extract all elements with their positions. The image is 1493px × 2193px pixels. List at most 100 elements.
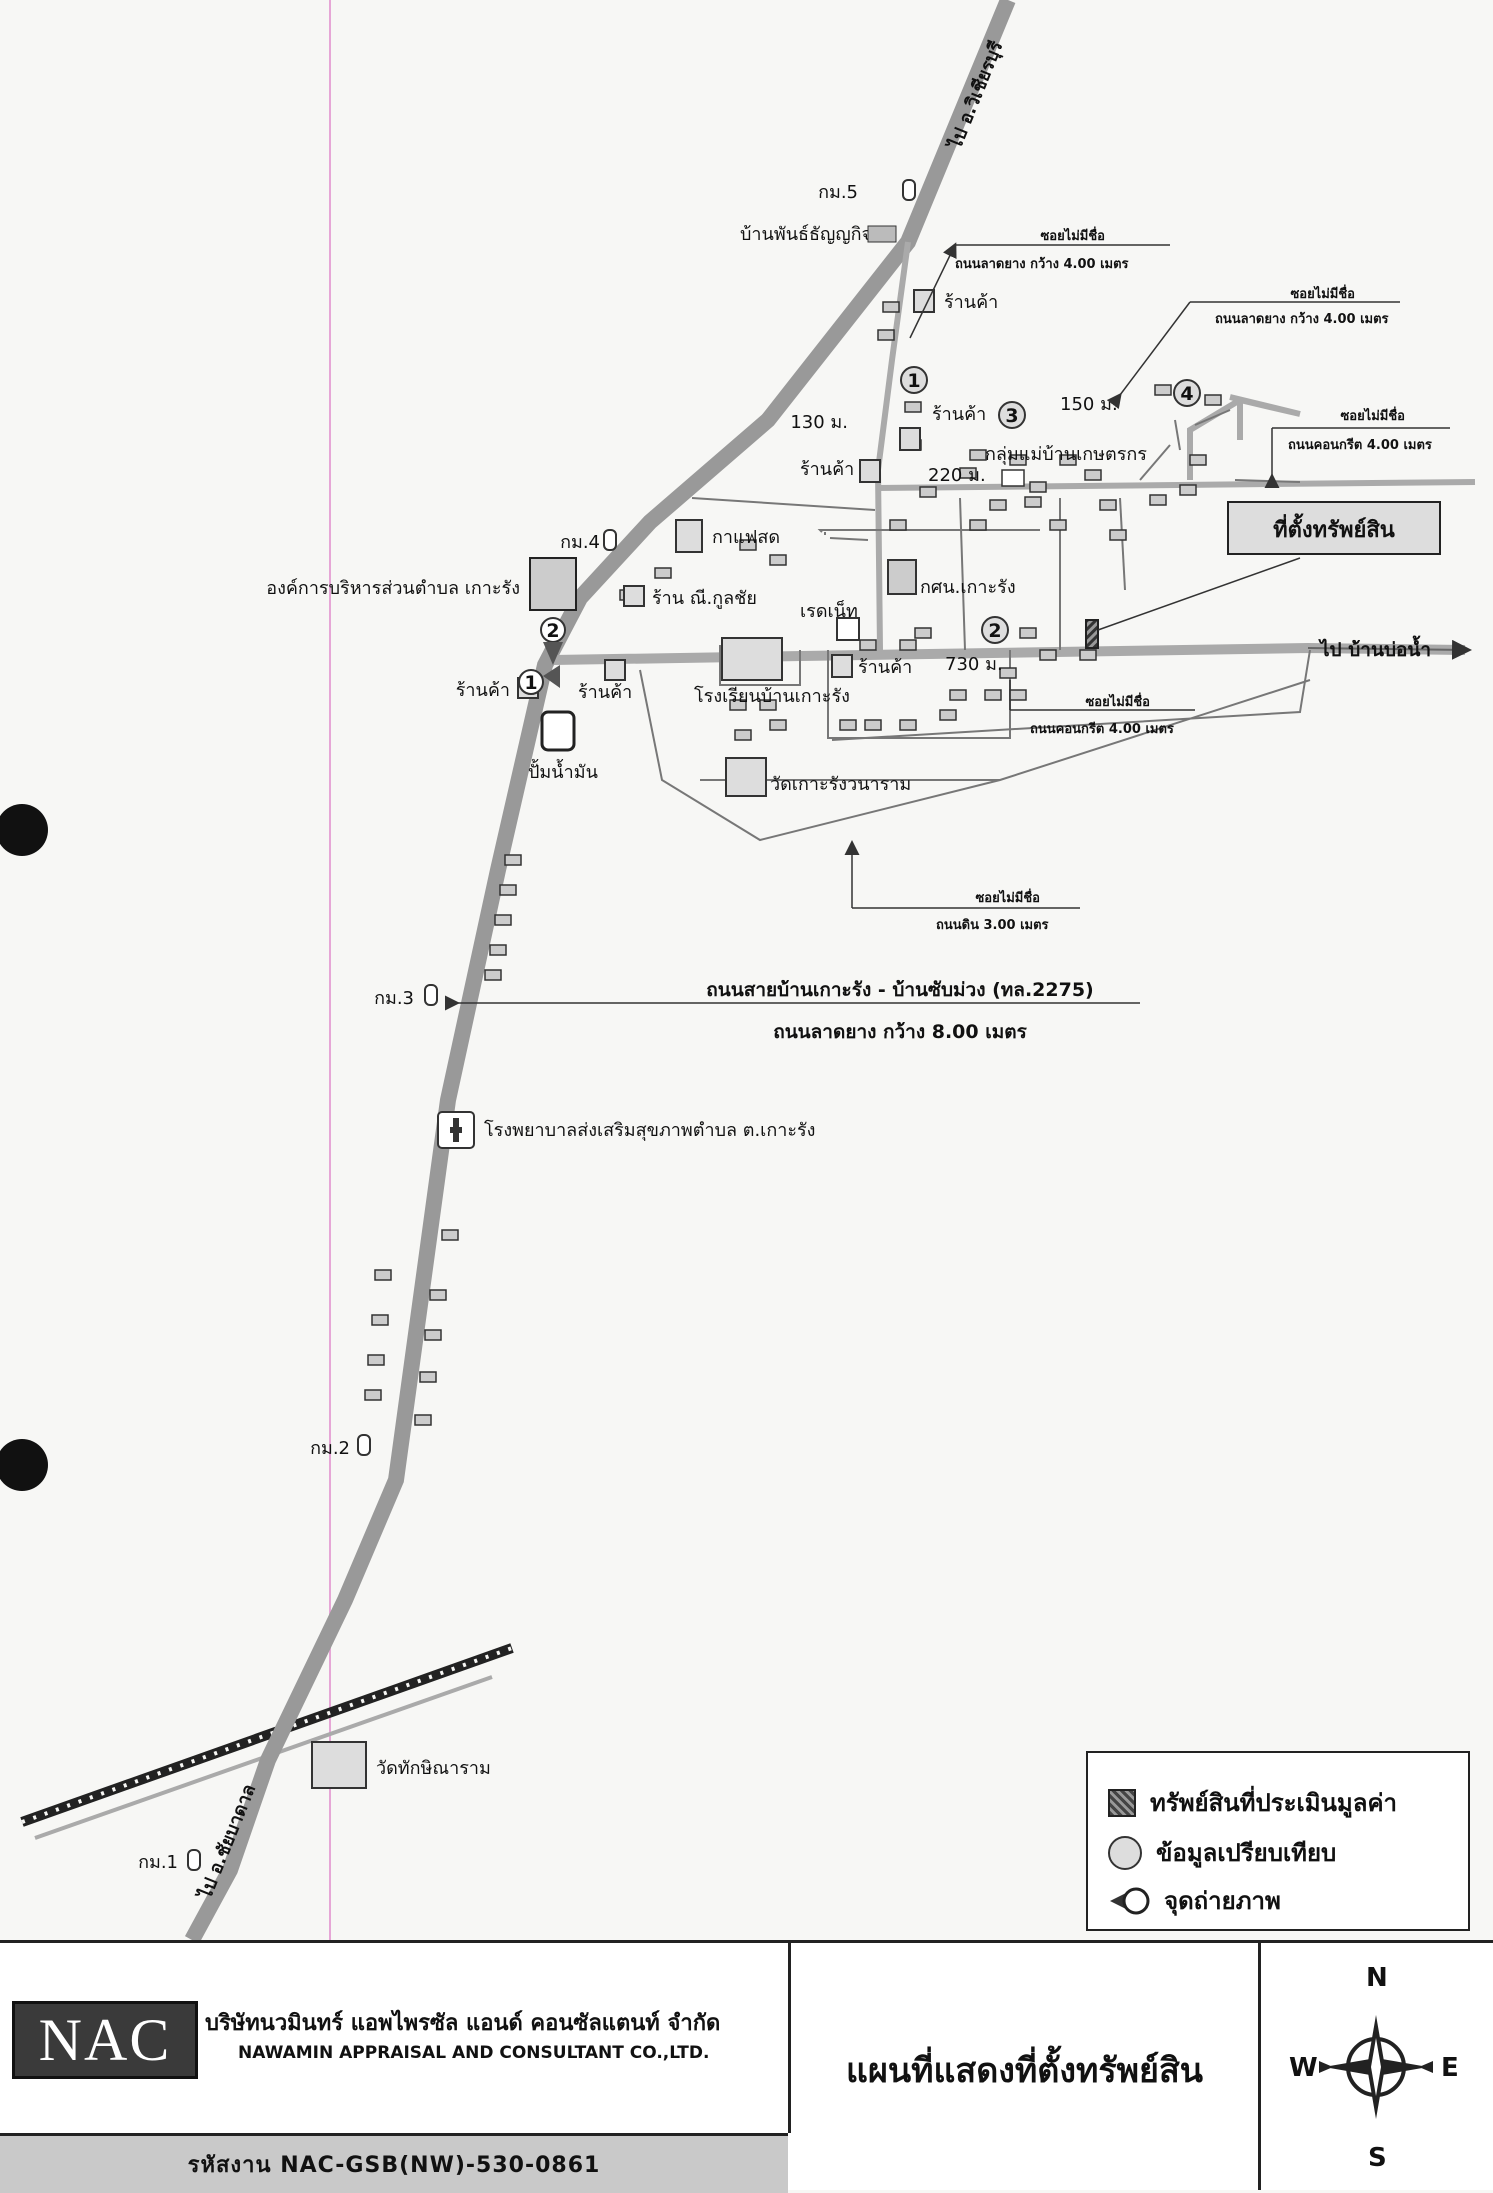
compass-west: W [1289,2053,1318,2083]
place-shop-label: ร้านค้า [944,292,998,313]
soi-desc: ถนนคอนกรีต 4.00 เมตร [1030,721,1174,737]
compass-south: S [1368,2143,1387,2173]
km-marker: กม.4 [560,532,600,553]
comparable-number: 4 [1180,383,1193,405]
company-panel: NAC บริษัทนวมินทร์ แอพไพรซัล แอนด์ คอนซั… [0,1943,791,2133]
distance-label: 150 ม. [1060,394,1118,415]
distance-label: 730 ม. [945,654,1003,675]
circle-swatch-icon [1108,1835,1142,1870]
soi-desc: ถนนดิน 3.00 เมตร [936,918,1049,933]
local-roads [874,241,1476,651]
distance-label: 130 ม. [790,412,848,433]
hatch-swatch-icon [1108,1788,1136,1817]
shop-icon [859,459,881,483]
title-panel: แผนที่แสดงที่ตั้งทรัพย์สิน [791,1943,1261,2190]
place-shop-label: ร้านค้า [932,404,986,425]
legend-comparable-label: ข้อมูลเปรียบเทียบ [1156,1839,1337,1867]
soi-desc: ถนนลาดยาง กว้าง 4.00 เมตร [1215,311,1389,327]
distance-label: 220 ม. [928,465,986,486]
school-icon [721,637,783,681]
comparable-markers: 1 2 3 4 [900,366,1201,644]
soi-note: ซอยไม่มีชื่อ ถนนลาดยาง กว้าง 4.00 เมตร [1106,284,1400,410]
comparable-number: 2 [988,620,1001,642]
photo-points: 2 1 [518,617,566,695]
railway [20,1643,514,1840]
km-marker: กม.2 [310,1438,350,1459]
property-location-label: ที่ตั้งทรัพย์สิน [1273,513,1395,543]
comparable-number: 1 [907,370,920,392]
place-gas-station-label: ปั้มน้ำมัน [528,759,598,783]
compass-rose-icon [1319,2015,1433,2119]
soi-desc: ถนนลาดยาง กว้าง 4.00 เมตร [955,256,1129,272]
compass-east: E [1441,2053,1459,2083]
legend-photo-point-label: จุดถ่ายภาพ [1164,1887,1281,1915]
soi-note: ซอยไม่มีชื่อ ถนนคอนกรีต 4.00 เมตร [1009,680,1195,737]
soi-desc: ถนนคอนกรีต 4.00 เมตร [1288,437,1432,453]
job-code: รหัสงาน NAC-GSB(NW)-530-0861 [0,2133,788,2193]
company-logo: NAC [12,2001,198,2079]
map-title: แผนที่แสดงที่ตั้งทรัพย์สิน [846,2051,1203,2091]
legend-property-label: ทรัพย์สินที่ประเมินมูลค่า [1150,1789,1397,1817]
place-shop-label: ร้านค้า [800,459,854,480]
shop-icon [913,289,935,313]
place-coffee-label: กาแฟสด [712,527,780,548]
place-temple-thakkhin-label: วัดทักษิณาราม [376,1758,491,1779]
place-shop-label: ร้านค้า [578,682,632,703]
binder-hole-bottom [0,1439,48,1491]
photo-point-number: 1 [524,672,537,694]
map-legend: ทรัพย์สินที่ประเมินมูลค่า ข้อมูลเปรียบเท… [1086,1751,1470,1931]
legend-item-photo-point: จุดถ่ายภาพ [1108,1881,1281,1920]
title-block: NAC บริษัทนวมินทร์ แอพไพรซัล แอนด์ คอนซั… [0,1940,1493,2193]
soi-note: ซอยไม่มีชื่อ ถนนลาดยาง กว้าง 4.00 เมตร [909,226,1170,339]
soi-name: ซอยไม่มีชื่อ [1340,406,1405,424]
government-building-icon [529,557,577,611]
legend-item-property: ทรัพย์สินที่ประเมินมูลค่า [1108,1783,1397,1822]
gas-station-icon [540,710,576,752]
place-shop-label: ร้านค้า [456,680,510,701]
place-hospital-label: โรงพยาบาลส่งเสริมสุขภาพตำบล ต.เกาะรัง [484,1119,815,1141]
company-name-english: NAWAMIN APPRAISAL AND CONSULTANT CO.,LTD… [238,2043,710,2063]
temple-icon [311,1741,367,1789]
house-icon [836,617,860,641]
camera-pointer-icon [1110,1887,1150,1914]
building-icon [887,559,917,595]
coffee-icon [675,519,703,553]
compass-panel: N S E W [1261,1943,1493,2190]
place-ban-phan-label: บ้านพันธ์ธัญญกิจ [740,224,872,245]
location-map: กม.5 กม.4 กม.3 กม.2 กม.1 ไป อ.วิเชียรบุร… [0,0,1476,1940]
place-shop-kunchai-label: ร้าน ณี.กูลชัย [652,588,757,609]
km-marker: กม.1 [138,1852,178,1873]
soi-name: ซอยไม่มีชื่อ [1085,692,1150,710]
legend-item-comparable: ข้อมูลเปรียบเทียบ [1108,1833,1336,1872]
binder-hole-top [0,804,48,856]
soi-name: ซอยไม่มีชื่อ [1040,226,1105,244]
place-school-label: โรงเรียนบ้านเกาะรัง [694,685,850,707]
photo-point-number: 2 [546,620,559,642]
place-temple-korang-label: วัดเกาะรังวนาราม [770,774,911,795]
km-markers: กม.5 กม.4 กม.3 กม.2 กม.1 [138,179,916,1873]
place-learning-center-label: กศน.เกาะรัง [920,577,1016,598]
main-road-name: ถนนสายบ้านเกาะรัง - บ้านซับม่วง (ทล.2275… [706,979,1093,1001]
place-farm-group-label: กลุ่มแม่บ้านเกษตรกร [985,444,1147,465]
shop-icon [899,427,921,451]
km-marker: กม.3 [374,988,414,1009]
soi-note: ซอยไม่มีชื่อ ถนนดิน 3.00 เมตร [844,840,1080,933]
shop-icon [623,585,645,607]
direction-north-label: ไป อ.วิเชียรบุรี [943,37,1008,154]
compass-north: N [1366,1963,1388,1993]
place-tao-label: องค์การบริหารส่วนตำบล เกาะรัง [266,578,520,599]
main-highway [184,0,1016,1940]
house-icons [364,301,1222,1426]
shop-icon [604,659,626,681]
place-internet-label: เรดเน็ท [800,599,858,622]
property-marker [1085,619,1099,649]
direction-east-label: ไป บ้านบ่อน้ำ [1318,635,1431,661]
soi-name: ซอยไม่มีชื่อ [975,888,1040,906]
temple-icon [725,757,767,797]
place-shop-label: ร้านค้า [858,657,912,678]
soi-note: ซอยไม่มีชื่อ ถนนคอนกรีต 4.00 เมตร [1264,406,1450,488]
company-name-thai: บริษัทนวมินทร์ แอพไพรซัล แอนด์ คอนซัลแตน… [205,2011,721,2036]
km-marker: กม.5 [818,182,858,203]
shop-icon [831,654,853,678]
main-road-desc: ถนนลาดยาง กว้าง 8.00 เมตร [773,1021,1027,1043]
